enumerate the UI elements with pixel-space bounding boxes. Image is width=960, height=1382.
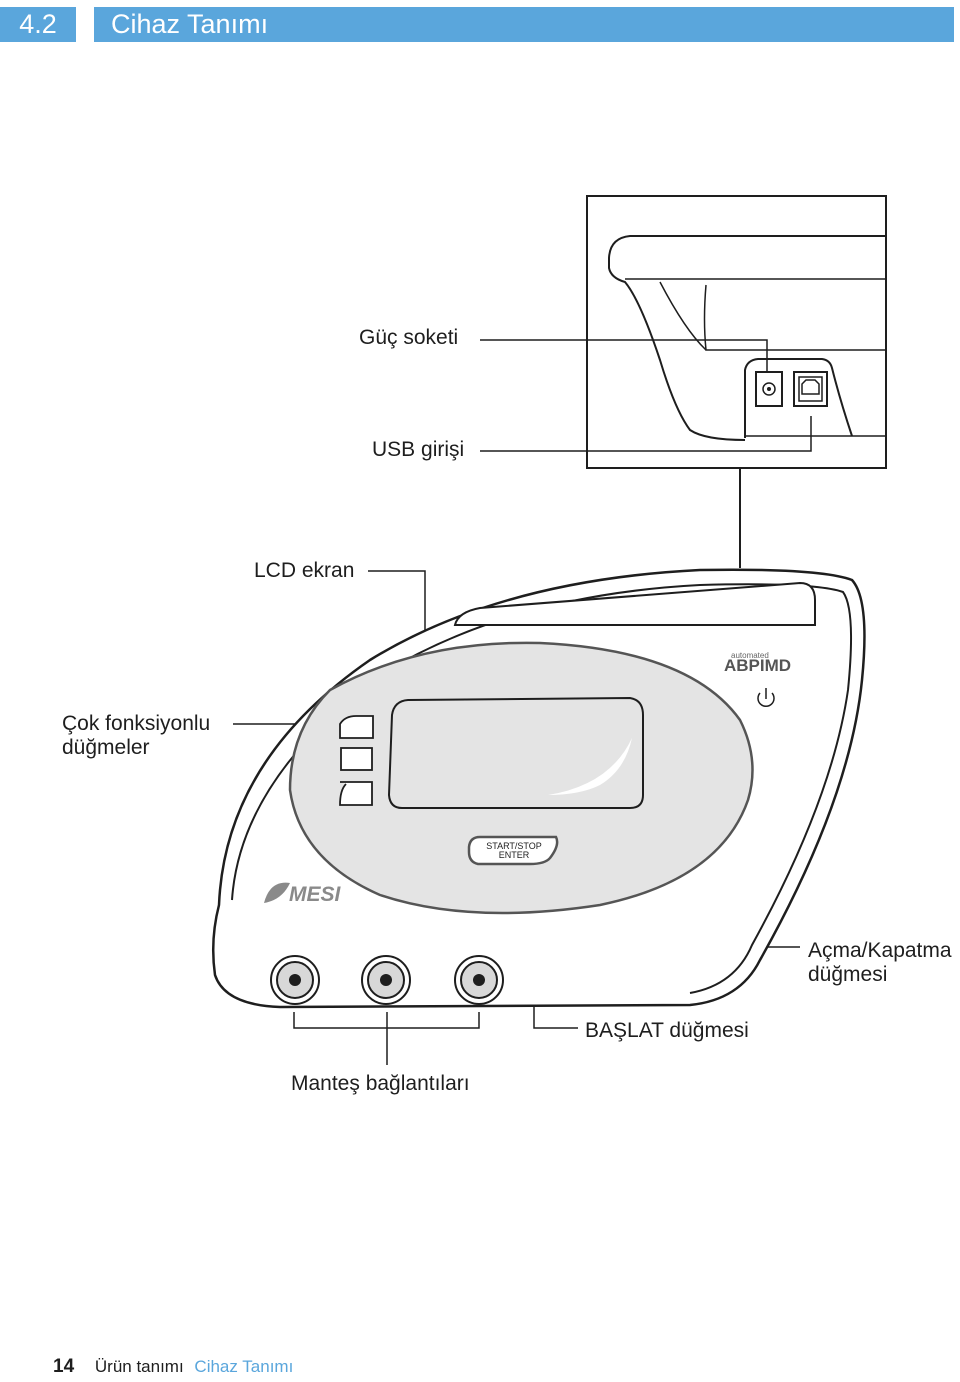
footer-chapter: Ürün tanımı xyxy=(94,1357,184,1376)
label-power-socket: Güç soketi xyxy=(359,326,459,349)
rear-view-inset xyxy=(586,195,887,568)
label-power-button-line1: Açma/Kapatma xyxy=(808,939,952,962)
label-usb-port: USB girişi xyxy=(372,438,465,461)
product-small-text: automated xyxy=(731,651,769,660)
section-number: 4.2 xyxy=(0,7,76,42)
start-key-line2: ENTER xyxy=(499,850,530,860)
page-footer: 14 Ürün tanımı Cihaz Tanımı xyxy=(53,1356,293,1378)
label-start-button: BAŞLAT düğmesi xyxy=(585,1019,749,1042)
label-multi-buttons-line1: Çok fonksiyonlu xyxy=(62,712,211,735)
start-key-line1: START/STOP xyxy=(486,841,542,851)
cuff-connectors xyxy=(270,955,504,1005)
section-title: Cihaz Tanımı xyxy=(94,7,954,42)
mesi-logo: MESI xyxy=(289,883,342,906)
label-multi-buttons-line2: düğmeler xyxy=(62,736,150,759)
footer-section: Cihaz Tanımı xyxy=(194,1357,294,1376)
label-cuff-connectors: Manteş bağlantıları xyxy=(291,1072,470,1095)
product-brand: ABPIMD xyxy=(724,656,791,675)
label-lcd-screen: LCD ekran xyxy=(254,559,355,582)
label-power-button-line2: düğmesi xyxy=(808,963,888,986)
page-number: 14 xyxy=(53,1356,75,1377)
device-body xyxy=(211,568,866,1009)
